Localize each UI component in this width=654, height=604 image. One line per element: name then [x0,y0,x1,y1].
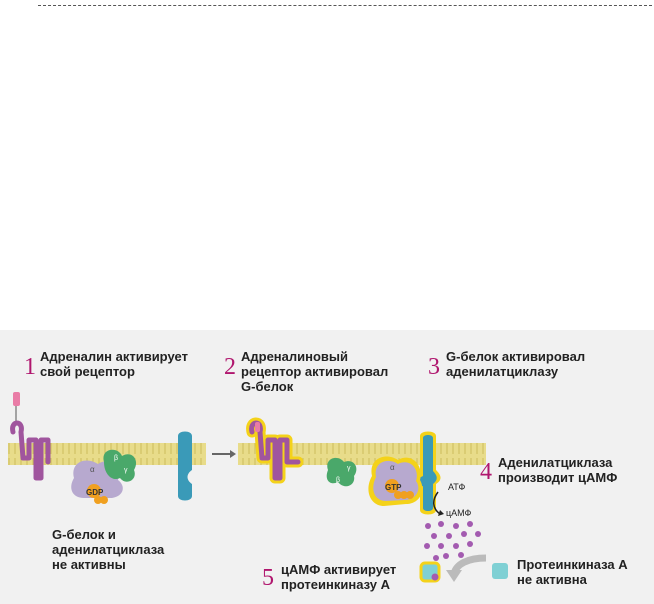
gtp-dot [385,479,399,493]
step-5-number: 5 [262,565,274,591]
camp-label: цАМФ [446,508,472,518]
step-3-text: G-белок активировал аденилатциклазу [446,349,586,379]
adenylyl-cyclase-1 [178,431,192,501]
svg-text:α: α [390,463,395,472]
inactive-note: G-белок и аденилатциклаза не активны [52,527,165,572]
pka-inactive [492,563,508,579]
svg-text:β: β [114,455,118,462]
svg-text:GTP: GTP [385,483,402,492]
svg-text:GDP: GDP [86,488,104,497]
adrenaline-molecule [13,392,20,406]
step-4-text: Аденилатциклаза производит цАМФ [498,455,618,485]
svg-text:γ: γ [347,465,351,472]
g-beta-gamma-2 [326,457,357,487]
receptor-2 [249,420,301,481]
svg-text:α: α [90,465,95,474]
step-1-number: 1 [24,354,36,380]
camp-molecules [424,521,481,561]
atp-camp-arrow [433,491,441,515]
step-4-number: 4 [480,459,492,485]
svg-text:γ: γ [124,467,128,474]
gdp-dot [87,484,101,498]
pka-inactive-note: Протеинкиназа А не активна [517,557,628,587]
top-divider [38,5,652,6]
svg-text:β: β [336,477,340,484]
step-2-text: Адреналиновый рецептор активировал G-бел… [241,349,389,394]
g-beta-gamma-1 [103,449,137,482]
adenylyl-cyclase-2 [415,435,437,511]
atp-label: АТФ [448,482,466,492]
step-5-text: цАМФ активирует протеинкиназу А [281,562,397,592]
step-3-number: 3 [428,354,440,380]
step-1-text: Адреналин активирует свой рецептор [40,349,188,379]
receptor-1 [10,420,51,481]
step-2-number: 2 [224,354,236,380]
